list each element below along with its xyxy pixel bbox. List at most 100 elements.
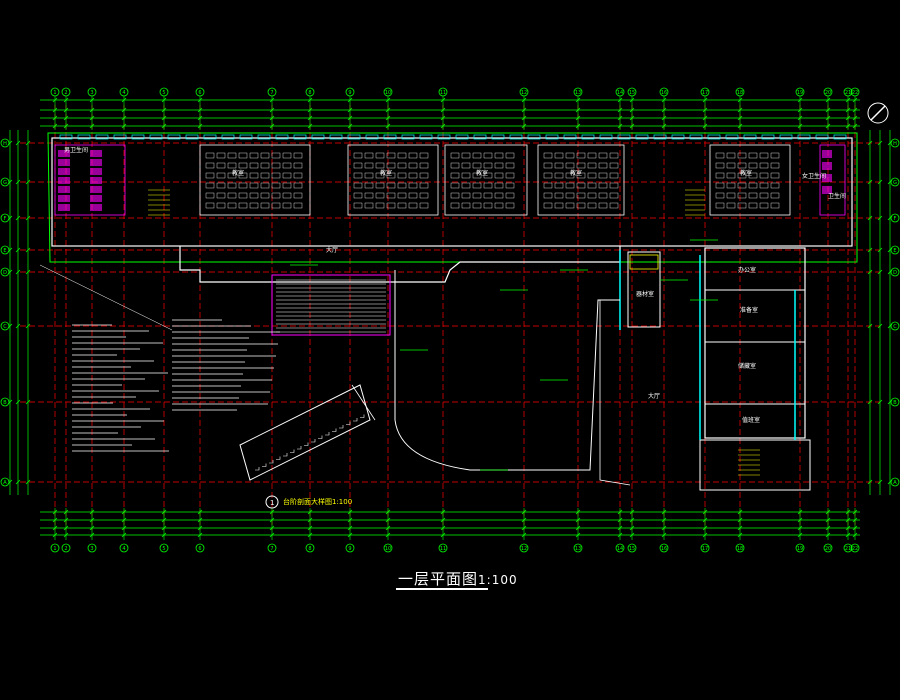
dim-tick xyxy=(867,399,873,405)
desk xyxy=(282,172,292,179)
desk xyxy=(227,202,237,209)
desk xyxy=(408,162,418,169)
desk xyxy=(419,202,429,209)
desk xyxy=(419,152,429,159)
dim-tick xyxy=(867,479,873,485)
axis-bubble xyxy=(615,87,625,97)
dim-tick xyxy=(15,269,21,275)
desk xyxy=(249,162,259,169)
room-label: 教室 xyxy=(740,169,752,177)
desk xyxy=(397,152,407,159)
toilet-stall xyxy=(90,177,102,184)
room-label: 储藏室 xyxy=(738,362,756,370)
desk xyxy=(216,182,226,189)
axis-label: 5 xyxy=(162,90,165,96)
desk xyxy=(472,182,482,189)
stair-post xyxy=(351,384,376,421)
room-label: 教室 xyxy=(570,169,582,177)
axis-label: 15 xyxy=(629,546,635,552)
desk xyxy=(576,202,586,209)
dim-tick xyxy=(25,179,31,185)
window xyxy=(617,134,631,140)
toilet-stall xyxy=(90,186,102,193)
desk xyxy=(260,162,270,169)
toilet-stall xyxy=(58,150,70,157)
desk xyxy=(737,182,747,189)
window xyxy=(239,134,253,140)
dim-tick xyxy=(15,323,21,329)
dim-tick xyxy=(877,140,883,146)
desk xyxy=(461,172,471,179)
desk xyxy=(238,162,248,169)
axis-label: E xyxy=(893,248,896,254)
toilet-stall xyxy=(90,195,102,202)
stair-step xyxy=(269,460,274,464)
desk xyxy=(238,192,248,199)
svg-text:1: 1 xyxy=(270,499,274,507)
axis-label: G xyxy=(3,180,7,186)
desk xyxy=(260,202,270,209)
desk xyxy=(408,182,418,189)
desk xyxy=(494,152,504,159)
drawing-title-text: 一层平面图 xyxy=(398,570,479,588)
axis-bubble xyxy=(87,543,97,553)
desk xyxy=(576,172,586,179)
axis-label: 6 xyxy=(198,90,201,96)
desk xyxy=(260,192,270,199)
room-label: 准备室 xyxy=(740,306,758,314)
axis-label: 18 xyxy=(737,546,743,552)
desk xyxy=(472,152,482,159)
dim-tick xyxy=(15,140,21,146)
desk xyxy=(271,172,281,179)
window xyxy=(797,134,811,140)
desk xyxy=(609,152,619,159)
axis-label: 20 xyxy=(825,90,831,96)
north-arrow-icon xyxy=(867,102,889,124)
room-label: 大厅 xyxy=(648,392,660,400)
desk xyxy=(472,172,482,179)
axis-label: 3 xyxy=(90,546,93,552)
axis-bubble xyxy=(659,543,669,553)
desk xyxy=(249,172,259,179)
desk xyxy=(408,172,418,179)
dim-tick xyxy=(15,215,21,221)
room-label: 器材室 xyxy=(636,290,654,298)
dim-tick xyxy=(877,215,883,221)
axis-bubbles: 1122334455667788991010111112121313141415… xyxy=(0,87,900,553)
desk xyxy=(759,162,769,169)
toilet-stall xyxy=(822,162,832,170)
axis-bubble xyxy=(659,87,669,97)
desk xyxy=(205,202,215,209)
desk xyxy=(587,172,597,179)
axis-bubble xyxy=(890,138,900,148)
axis-bubble xyxy=(890,213,900,223)
axis-label: 10 xyxy=(385,546,391,552)
axis-label: 7 xyxy=(270,546,273,552)
desk xyxy=(609,162,619,169)
desk xyxy=(282,192,292,199)
axis-label: H xyxy=(893,141,897,147)
window xyxy=(581,134,595,140)
axis-label: 22 xyxy=(852,90,858,96)
dim-tick xyxy=(867,215,873,221)
axis-label: D xyxy=(893,270,897,276)
axis-label: 4 xyxy=(122,546,125,552)
desk xyxy=(759,172,769,179)
desk xyxy=(293,192,303,199)
dim-tick xyxy=(25,269,31,275)
desk xyxy=(386,182,396,189)
desk xyxy=(748,172,758,179)
axis-bubble xyxy=(795,543,805,553)
axis-label: H xyxy=(3,141,7,147)
desk xyxy=(770,182,780,189)
desk xyxy=(770,202,780,209)
axis-label: 14 xyxy=(617,90,623,96)
window xyxy=(329,134,343,140)
axis-grid-lines xyxy=(20,105,880,530)
desk xyxy=(726,192,736,199)
toilet-stall xyxy=(58,177,70,184)
window xyxy=(671,134,685,140)
sub-drawing-label: 1 台阶剖面大样图1:100 xyxy=(265,495,352,509)
axis-bubble xyxy=(267,87,277,97)
